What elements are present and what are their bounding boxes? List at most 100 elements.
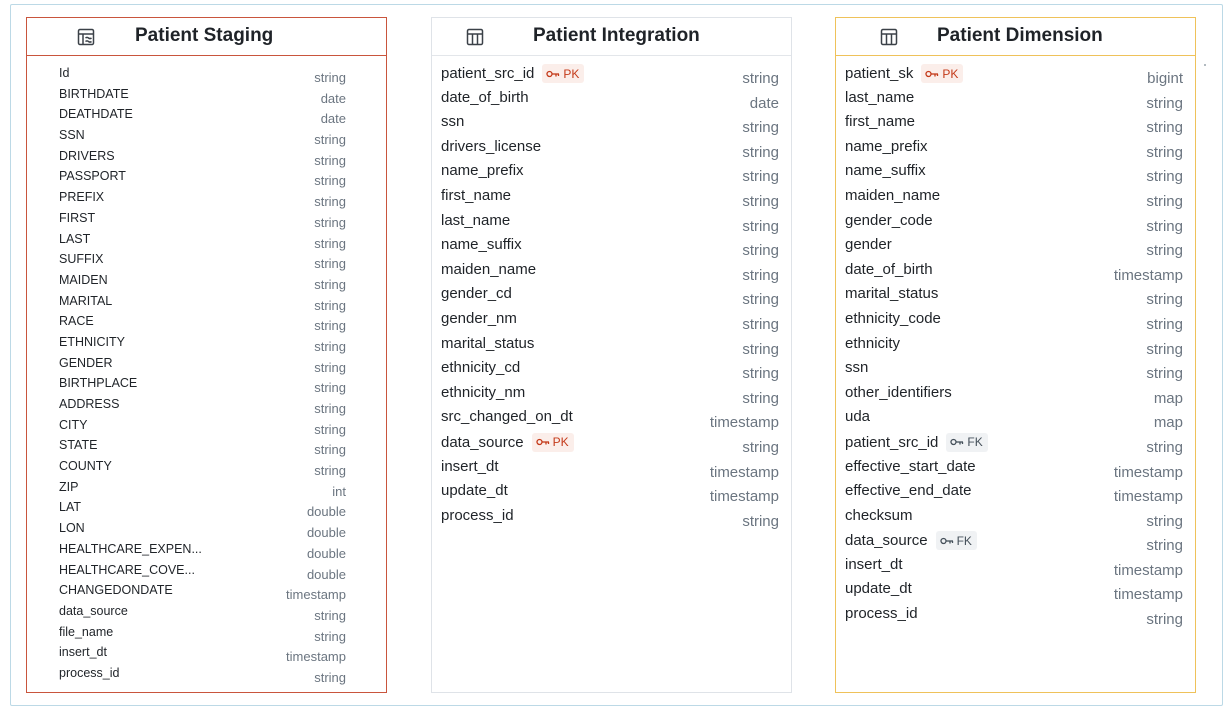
field-name-text: ssn <box>441 113 465 131</box>
field-name-text: date_of_birth <box>845 260 933 278</box>
field-name: drivers_license <box>441 138 541 155</box>
table-icon <box>466 28 484 46</box>
key-icon <box>950 435 967 449</box>
field-name-text: marital_status <box>441 334 535 352</box>
field-type: string <box>742 119 779 137</box>
table-header: Patient Integration <box>432 18 791 56</box>
field-type: string <box>314 380 346 396</box>
field-row[interactable]: HEALTHCARE_EXPEN...double <box>27 542 386 563</box>
field-name-text: insert_dt <box>845 555 903 573</box>
field-name: ADDRESS <box>59 397 119 411</box>
field-name: data_source <box>59 604 128 618</box>
field-name: SSN <box>59 128 85 142</box>
field-name: process_id <box>59 666 119 680</box>
field-name: date_of_birth <box>441 89 529 106</box>
field-name-text: effective_end_date <box>845 482 972 500</box>
field-name-text: PASSPORT <box>59 169 126 184</box>
key-icon <box>939 534 957 548</box>
field-row[interactable]: ssn string <box>432 113 791 138</box>
field-row[interactable]: HEALTHCARE_COVE...double <box>27 563 386 584</box>
field-name-text: DRIVERS <box>59 148 115 163</box>
field-type: string <box>314 297 346 313</box>
field-name-text: process_id <box>59 665 120 680</box>
table-header: Patient Staging <box>27 18 386 56</box>
field-name-text: gender_nm <box>441 309 517 327</box>
field-name-text: insert_dt <box>441 457 499 475</box>
